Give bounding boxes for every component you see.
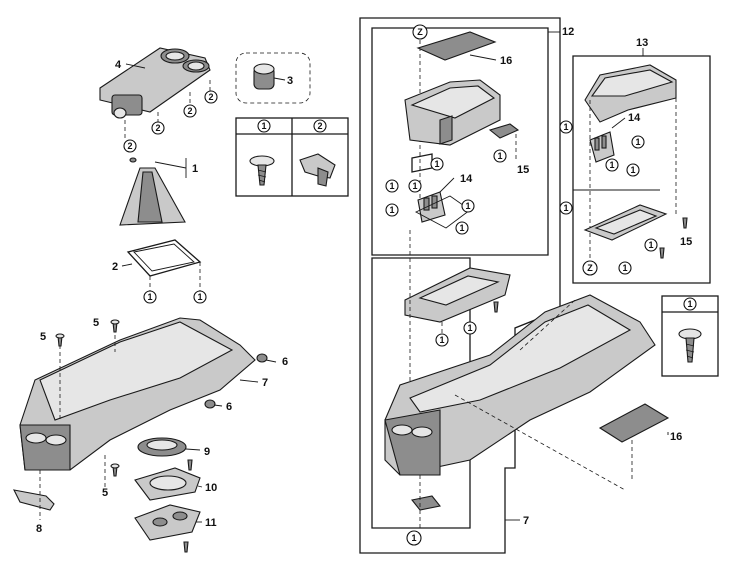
boot-frame-part-2 [126, 239, 202, 292]
svg-text:2: 2 [127, 141, 132, 151]
svg-text:1: 1 [687, 299, 692, 309]
svg-text:1: 1 [459, 223, 464, 233]
callout-1: 1 [192, 163, 198, 175]
fastener-legend-left: 1 2 [235, 117, 349, 197]
fastener-legend-right: 1 [661, 295, 719, 377]
svg-text:1: 1 [563, 122, 568, 132]
callout-6b: 6 [226, 401, 232, 413]
callout-13: 13 [636, 37, 648, 49]
hinge-part-14-right [589, 131, 615, 163]
screw-5a [55, 333, 65, 347]
shift-knob-part-3 [253, 63, 275, 90]
svg-text:1: 1 [630, 165, 635, 175]
callout-14-right: 14 [628, 112, 641, 124]
console-body-right [384, 294, 656, 491]
svg-text:1: 1 [467, 323, 472, 333]
callout-7-left: 7 [262, 377, 268, 389]
svg-text:1: 1 [434, 159, 439, 169]
knob-box [235, 52, 311, 104]
callout-3: 3 [287, 75, 293, 87]
svg-text:1: 1 [439, 335, 444, 345]
svg-text:1: 1 [411, 533, 416, 543]
callout-5b: 5 [93, 317, 99, 329]
pad-part-16-bottom [598, 403, 670, 443]
svg-text:1: 1 [648, 240, 653, 250]
svg-text:1: 1 [389, 181, 394, 191]
callout-16-bottom: 16 [670, 431, 682, 443]
svg-text:1: 1 [622, 263, 627, 273]
svg-text:2: 2 [317, 121, 322, 131]
screw-5c [110, 463, 120, 477]
screw-6b [204, 399, 223, 409]
armrest-lid [404, 79, 501, 146]
svg-text:1: 1 [389, 205, 394, 215]
callout-14-left: 14 [460, 173, 473, 185]
callout-12: 12 [562, 26, 574, 38]
callout-10: 10 [205, 482, 217, 494]
callout-4: 4 [115, 59, 122, 71]
callout-7-right: 7 [523, 515, 529, 527]
callout-5c: 5 [102, 487, 108, 499]
pad-part-16-top [416, 31, 497, 61]
callout-8: 8 [36, 523, 42, 535]
callout-6a: 6 [282, 356, 288, 368]
screw-lower-box [659, 247, 665, 259]
hinge-bracket-lower [583, 204, 668, 241]
bracket-part-8 [13, 470, 55, 520]
lid-box-inner [371, 257, 471, 529]
svg-text:1: 1 [497, 151, 502, 161]
assembly-frame-7 [359, 17, 561, 554]
shifter-base-part-11 [134, 504, 201, 553]
console-body-left [19, 317, 256, 490]
armrest-box-12 [371, 27, 549, 256]
armrest-cover-part-13 [584, 64, 677, 123]
screw-15-right [682, 217, 688, 229]
svg-text:2: 2 [155, 123, 160, 133]
clip-marks-2: 2 2 2 2 [123, 90, 218, 153]
clip-bottom-right [411, 475, 441, 530]
callout-15-top: 15 [517, 164, 529, 176]
shifter-cover-part-9 [137, 437, 187, 457]
svg-text:1: 1 [412, 181, 417, 191]
screw-5b [110, 319, 120, 333]
screw-6a [256, 353, 277, 363]
callout-9: 9 [204, 446, 210, 458]
callout-15-right: 15 [680, 236, 692, 248]
svg-text:1: 1 [261, 121, 266, 131]
callout-16-top: 16 [500, 55, 512, 67]
svg-text:2: 2 [208, 92, 213, 102]
callout-11: 11 [205, 517, 217, 529]
lid-base-plate [404, 267, 511, 323]
svg-text:1: 1 [465, 201, 470, 211]
latch-part-15-top [488, 123, 520, 160]
svg-text:1: 1 [563, 203, 568, 213]
svg-text:1: 1 [147, 292, 152, 302]
svg-text:Z: Z [587, 263, 593, 273]
svg-text:1: 1 [609, 160, 614, 170]
armrest-cover-box-13 [572, 55, 711, 284]
callout-2: 2 [112, 261, 118, 273]
shift-boot-part-1 [119, 157, 186, 226]
svg-text:1: 1 [197, 292, 202, 302]
svg-text:1: 1 [635, 137, 640, 147]
shifter-seal-part-10 [134, 459, 201, 501]
svg-text:2: 2 [187, 106, 192, 116]
callout-5a: 5 [40, 331, 46, 343]
svg-text:Z: Z [417, 27, 423, 37]
hinge-part-14 [411, 153, 471, 229]
